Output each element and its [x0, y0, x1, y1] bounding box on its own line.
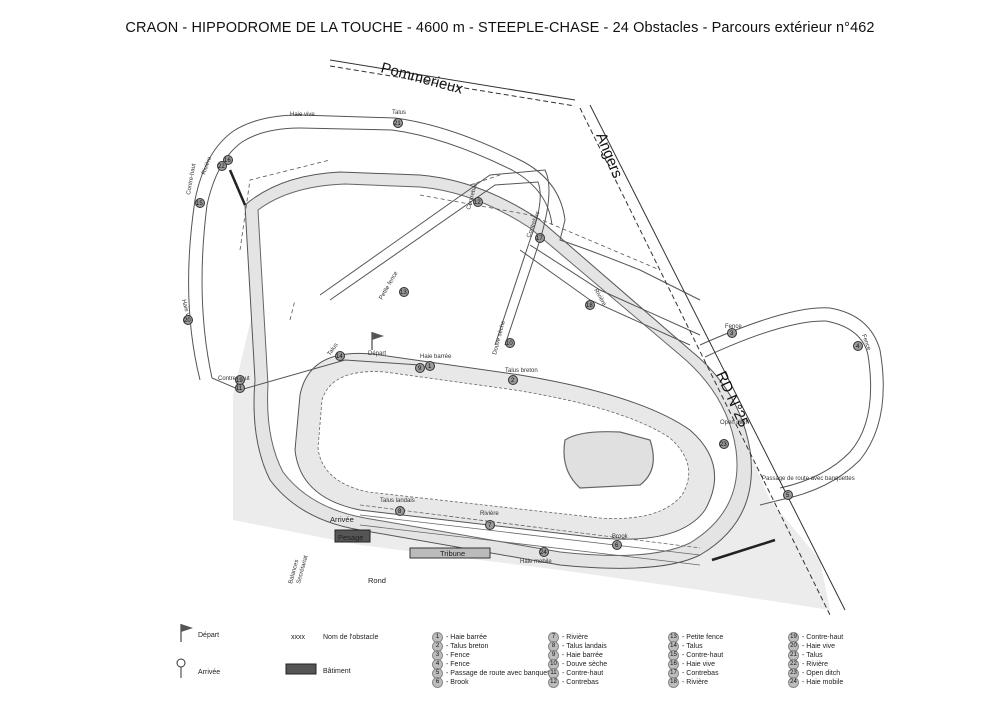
obstacle-marker-16: 16: [223, 155, 233, 165]
svg-text:13: 13: [400, 290, 407, 296]
left-loop: [188, 114, 701, 391]
map-label-riviere2: Rivière: [201, 155, 213, 175]
right-loop: [699, 307, 884, 506]
svg-text:22: 22: [218, 164, 225, 170]
pesage-building: [334, 529, 371, 543]
obstacle-marker-10: 10: [505, 338, 515, 348]
map-label-talus-breton: Talus breton: [505, 368, 538, 374]
svg-text:24: 24: [540, 550, 547, 556]
road-angers-label: Angers: [592, 130, 626, 180]
svg-text:12: 12: [474, 200, 481, 206]
svg-text:9: 9: [418, 366, 422, 372]
svg-text:15: 15: [196, 201, 203, 207]
depart-label: Départ: [368, 351, 386, 357]
svg-text:14: 14: [336, 354, 343, 360]
svg-text:18: 18: [586, 303, 593, 309]
map-label-haie-mobile: Haie mobile: [520, 559, 552, 565]
svg-text:11: 11: [236, 386, 243, 392]
obstacle-marker-24: 24: [539, 547, 549, 557]
pesage-label: Pesage: [338, 533, 363, 542]
obstacle-marker-3: 3: [727, 328, 737, 338]
svg-text:3: 3: [730, 331, 734, 337]
obstacle-marker-8: 8: [395, 506, 405, 516]
tribune-label: Tribune: [440, 549, 465, 558]
obstacle-marker-5: 5: [783, 490, 793, 500]
map-label-talus-landais: Talus landais: [380, 498, 415, 504]
legend-flag-icon: [180, 624, 193, 642]
svg-text:20: 20: [184, 318, 191, 324]
map-label-contre-haut2: Contre-haut: [218, 376, 250, 382]
map-label-brook: Brook: [612, 534, 629, 540]
secretariat-label: Secrétariat: [296, 555, 309, 585]
obstacle-marker-22: 22: [217, 161, 227, 171]
map-label-haie-barree: Haie barrée: [420, 354, 452, 360]
legend-building-icon: [285, 663, 317, 675]
svg-text:8: 8: [398, 509, 402, 515]
map-label-contre-haut: Contre-haut: [186, 163, 197, 196]
svg-text:7: 7: [488, 523, 492, 529]
svg-text:2: 2: [511, 378, 515, 384]
boundaries: [239, 159, 661, 321]
roads: [329, 59, 846, 616]
svg-text:16: 16: [224, 158, 231, 164]
legend-finish-icon: [176, 658, 186, 678]
svg-text:4: 4: [856, 344, 860, 350]
legend-symbols: [176, 624, 317, 678]
svg-text:5: 5: [786, 493, 790, 499]
home-straight: [359, 504, 701, 566]
obstacle-marker-12: 12: [473, 197, 483, 207]
obstacle-markers: 1 2 3 4 5 6 7 8 9 10 11 12 13 14 15 16 1…: [183, 118, 863, 557]
start-flag-icon: [371, 332, 384, 350]
arrivee-label: Arrivée: [330, 515, 354, 524]
svg-text:21: 21: [394, 121, 401, 127]
map-label-fence2: Fence: [860, 334, 872, 352]
map-label-talus: Talus: [392, 110, 406, 116]
map-title: CRAON - HIPPODROME DE LA TOUCHE - 4600 m…: [125, 20, 875, 36]
svg-text:19: 19: [236, 378, 243, 384]
map-label-riviere: Rivière: [480, 511, 499, 517]
map-label-haie-vive: Haie vive: [290, 112, 315, 118]
obstacle-marker-6: 6: [612, 540, 622, 550]
road-pommerieux-label: Pommerieux: [379, 59, 465, 97]
obstacle-marker-14: 14: [335, 351, 345, 361]
svg-text:17: 17: [536, 236, 543, 242]
obstacle-marker-2: 2: [508, 375, 518, 385]
svg-text:10: 10: [506, 341, 513, 347]
map-label-open-ditch: Open ditch: [720, 420, 749, 426]
obstacle-marker-23: 23: [719, 439, 729, 449]
obstacle-marker-20: 20: [183, 315, 193, 325]
obstacle-marker-4: 4: [853, 341, 863, 351]
obstacle-marker-19: 19: [235, 375, 245, 385]
svg-text:23: 23: [720, 442, 727, 448]
obstacle-marker-7: 7: [485, 520, 495, 530]
tribune-building: [409, 547, 491, 559]
obstacle-marker-17: 17: [535, 233, 545, 243]
map-label-fence: Fence: [725, 324, 742, 330]
map-label-passage-route: Passage de route avec banquettes: [762, 476, 855, 482]
svg-text:6: 6: [615, 543, 619, 549]
obstacle-marker-1: 1: [425, 361, 435, 371]
obstacle-marker-9: 9: [415, 363, 425, 373]
obstacle-marker-15: 15: [195, 198, 205, 208]
inner-track: [294, 352, 716, 540]
obstacle-marker-13: 13: [399, 287, 409, 297]
rond-label: Rond: [368, 576, 386, 585]
obstacle-marker-18: 18: [585, 300, 595, 310]
svg-text:1: 1: [428, 364, 432, 370]
hatched-strips: [228, 169, 776, 562]
obstacle-marker-21: 21: [393, 118, 403, 128]
